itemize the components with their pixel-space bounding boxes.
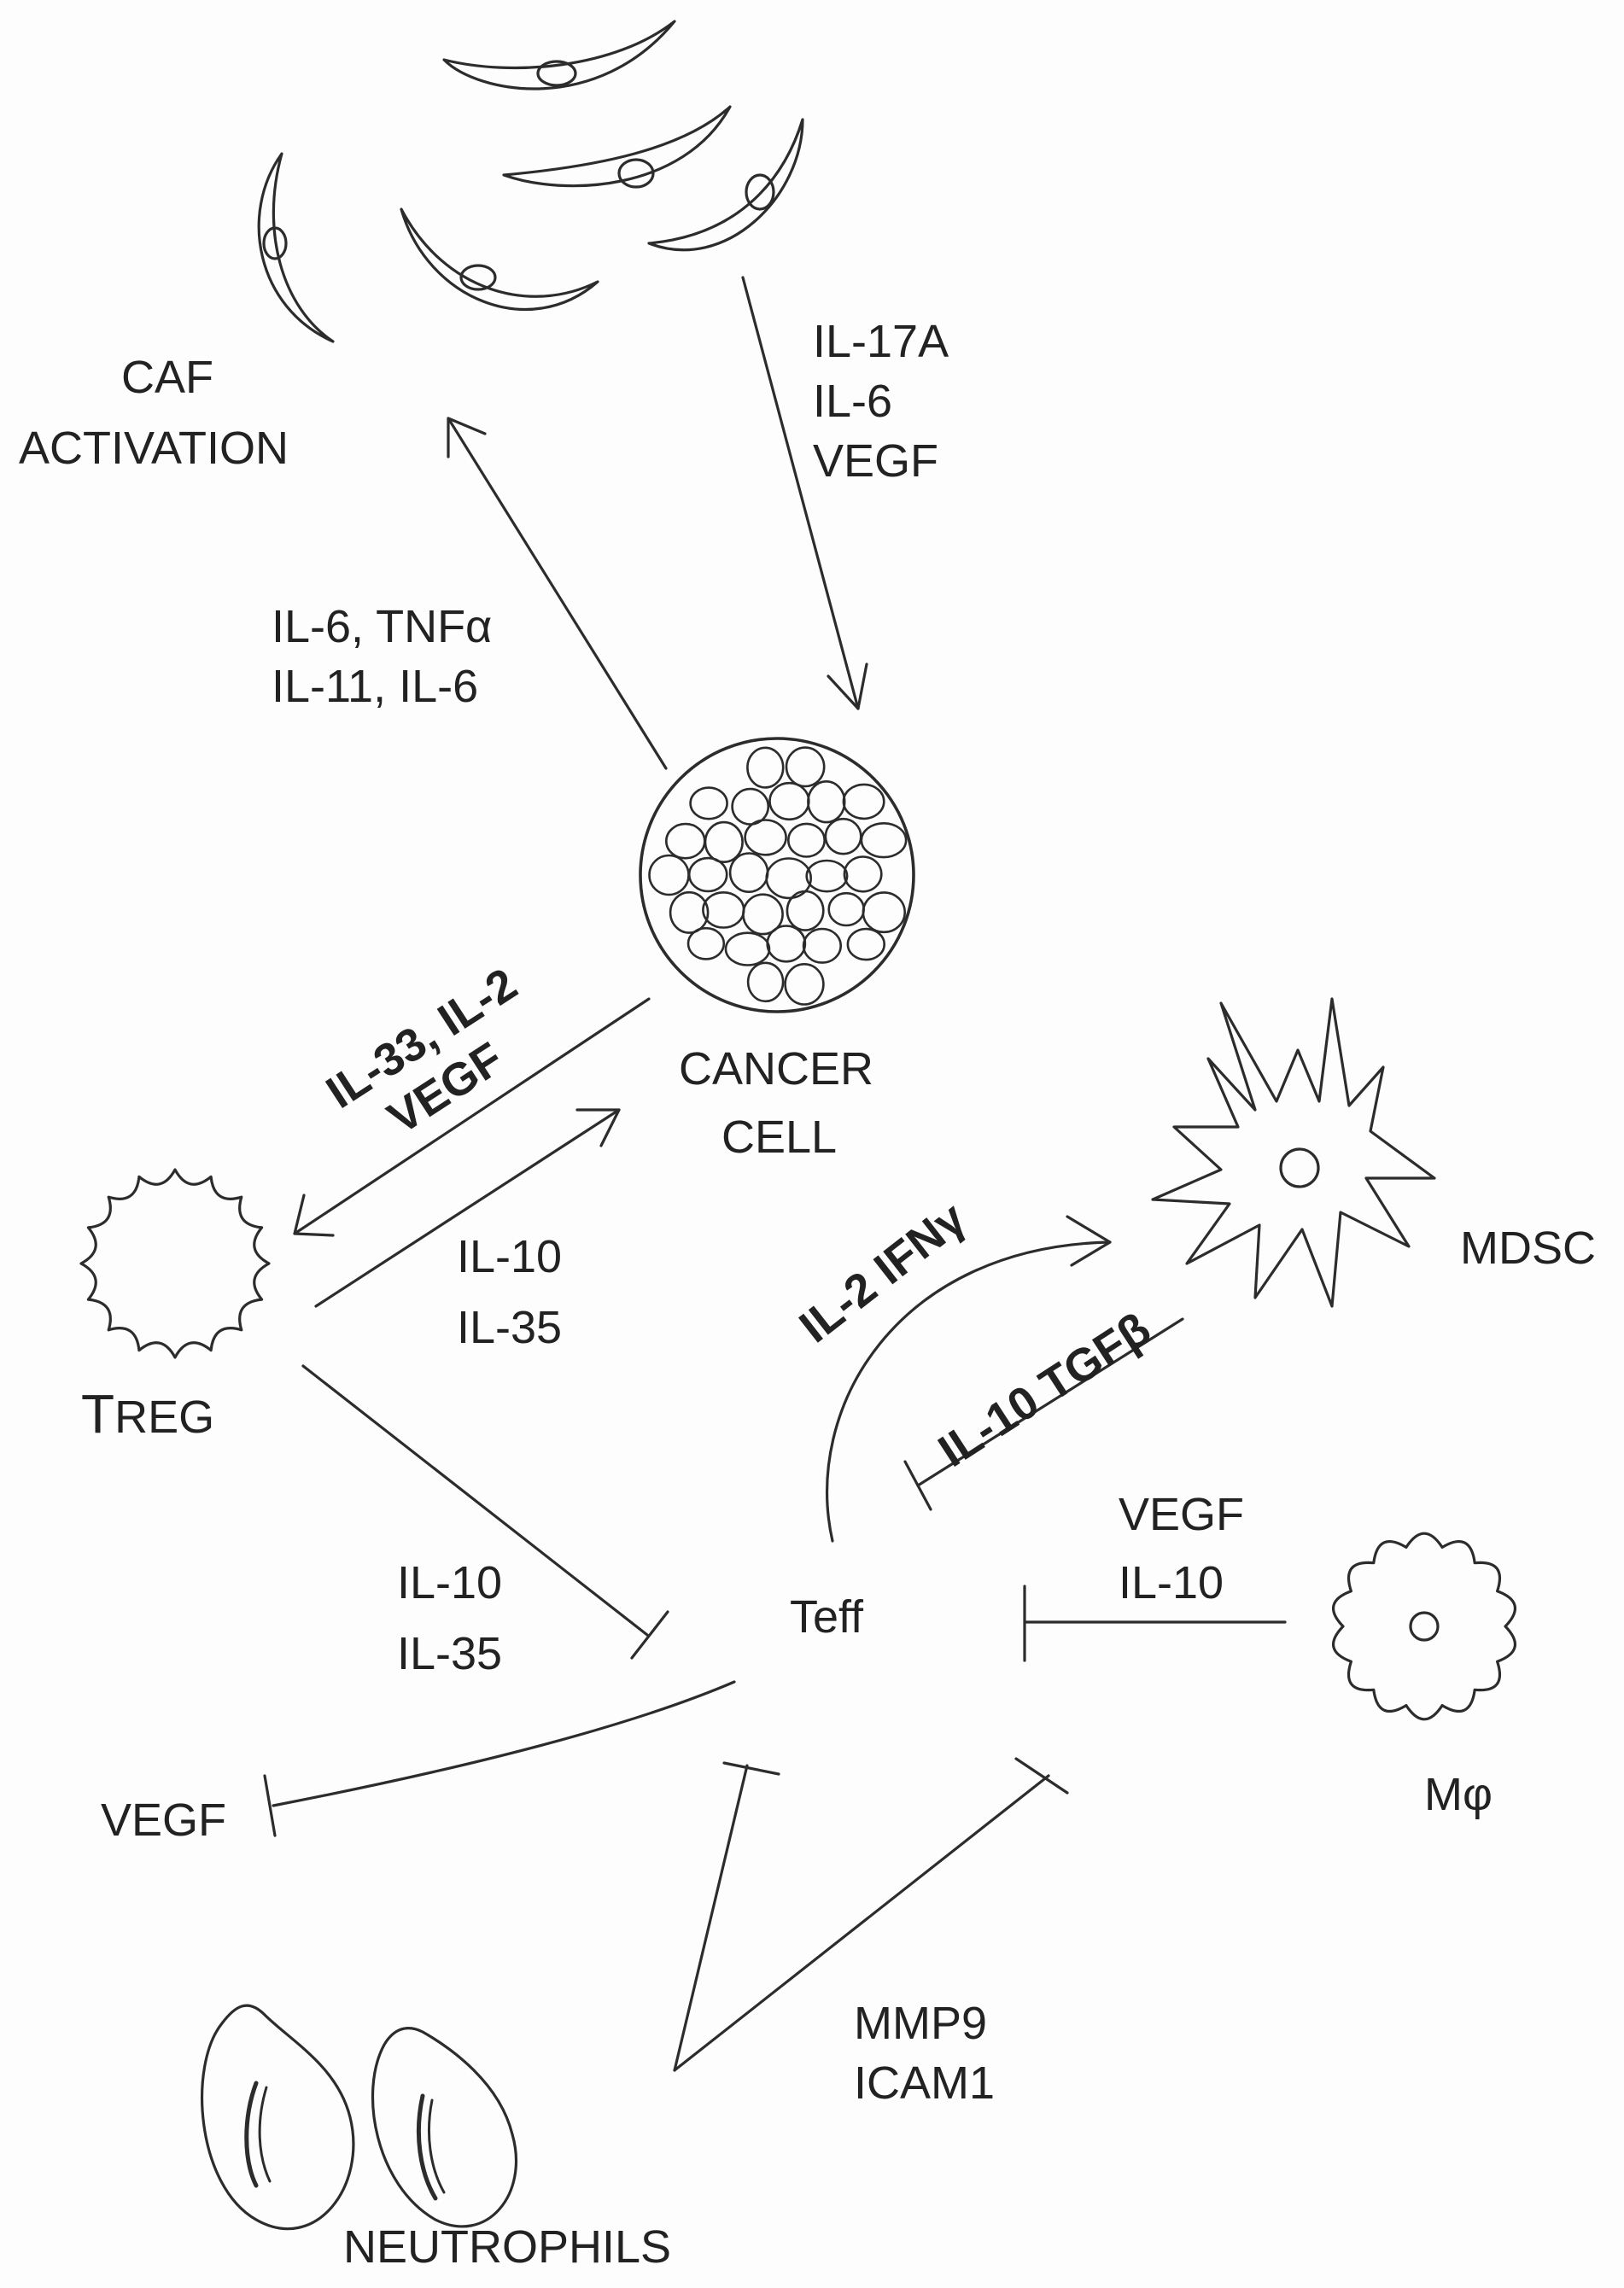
- cancer-subcell: [689, 786, 728, 820]
- mdsc-inhibits-teff-line: [903, 1317, 1184, 1511]
- caf-to-cancer-arrow: [741, 276, 868, 710]
- cancer-subcell: [860, 821, 908, 859]
- treg-label-first-letter: T: [81, 1383, 114, 1445]
- teff-label: Teff: [790, 1591, 864, 1643]
- caf-activation-label-line1: CAF: [121, 352, 213, 403]
- treg-to-cancer-arrow: [314, 1108, 621, 1308]
- cancer-subcell: [702, 891, 745, 929]
- cancer-subcell: [842, 783, 885, 820]
- cancer-subcell: [802, 927, 843, 964]
- cancer-cell-label-line2: CELL: [721, 1112, 837, 1163]
- cancer-to-treg-arrow: [293, 997, 651, 1237]
- macrophage-label: Mφ: [1424, 1769, 1493, 1820]
- cancer-subcell: [843, 855, 883, 893]
- teff-inhibits-vegf-line: [263, 1680, 736, 1837]
- mdsc-to-teff-label: IL-10 TGFβ: [930, 1303, 1160, 1477]
- caf-signal-label-line1: IL-17A: [813, 316, 949, 367]
- cancer-subcell: [724, 931, 771, 966]
- cancer-subcell: [786, 890, 825, 931]
- cancer-cell-label-line1: CANCER: [679, 1043, 873, 1094]
- macrophage-signal-label-line1: VEGF: [1119, 1489, 1244, 1540]
- neutrophils-inhibit-teff-line-1: [673, 1761, 780, 2072]
- cancer-subcell: [765, 857, 813, 900]
- neutrophil-signal-label-line2: ICAM1: [854, 2057, 995, 2109]
- cancer-subcell: [744, 819, 787, 856]
- cancer-subcell: [862, 891, 907, 934]
- treg-to-teff-label-line1: IL-10: [397, 1557, 502, 1608]
- cancer-to-caf-arrow: [447, 417, 668, 770]
- treg-to-teff-label-line2: IL-35: [397, 1628, 502, 1679]
- caf-signal-label-line3: VEGF: [813, 435, 938, 487]
- treg-to-cancer-label-line2: IL-35: [457, 1302, 562, 1353]
- cancer-to-caf-label-line2: IL-11, IL-6: [272, 661, 478, 712]
- macrophage-cell: [1331, 1532, 1517, 1721]
- treg-label-rest: REG: [114, 1392, 214, 1443]
- treg-inhibits-teff-line: [301, 1364, 669, 1660]
- caf-fibroblast-cluster: [257, 20, 804, 343]
- cancer-subcell: [746, 746, 785, 789]
- cancer-subcell: [827, 891, 866, 927]
- treg-cell: [79, 1168, 271, 1359]
- cancer-subcell: [728, 852, 769, 894]
- cancer-subcell: [669, 890, 710, 934]
- cancer-subcell: [824, 817, 862, 855]
- cancer-subcell: [742, 893, 784, 936]
- teff-to-mdsc-arrow: [826, 1215, 1112, 1543]
- cancer-subcell: [664, 822, 706, 860]
- cancer-subcell: [784, 963, 825, 1006]
- caf-signal-label-line2: IL-6: [813, 376, 892, 427]
- neutrophil-signal-label-line1: MMP9: [854, 1998, 987, 2049]
- cancer-subcell: [687, 856, 728, 893]
- cancer-subcell: [807, 779, 846, 824]
- cancer-subcell: [704, 820, 744, 864]
- mdsc-cell: [1151, 997, 1436, 1308]
- treg-label: TREG: [81, 1383, 214, 1445]
- cancer-subcell: [686, 926, 726, 960]
- cancer-subcell: [766, 925, 807, 963]
- caf-activation-label-line2: ACTIVATION: [19, 423, 289, 474]
- cancer-subcell: [786, 822, 826, 858]
- teff-to-mdsc-label: IL-2 IFNγ: [790, 1193, 975, 1353]
- treg-membrane: [79, 1168, 271, 1359]
- macrophage-membrane: [1331, 1532, 1517, 1721]
- vegf-label: VEGF: [101, 1795, 226, 1846]
- cancer-subcell: [746, 961, 785, 1003]
- mdsc-label: MDSC: [1460, 1223, 1596, 1274]
- cancer-subcell: [648, 854, 690, 896]
- cancer-subcell: [731, 787, 770, 826]
- macrophage-signal-label-line2: IL-10: [1119, 1557, 1224, 1608]
- cancer-cell-cluster: [639, 737, 915, 1013]
- neutrophils-inhibit-teff-line-2: [673, 1757, 1069, 2072]
- neutrophils-label: NEUTROPHILS: [343, 2221, 671, 2273]
- cancer-subcell: [805, 859, 849, 893]
- treg-to-cancer-label-line1: IL-10: [457, 1231, 562, 1282]
- macrophage-inhibits-teff-line: [1023, 1585, 1287, 1662]
- cancer-subcell: [785, 746, 826, 788]
- neutrophil-cells: [201, 2004, 518, 2231]
- cancer-to-caf-label-line1: IL-6, TNFα: [272, 601, 492, 652]
- cancer-subcell: [768, 781, 810, 821]
- cancer-subcell: [846, 927, 885, 961]
